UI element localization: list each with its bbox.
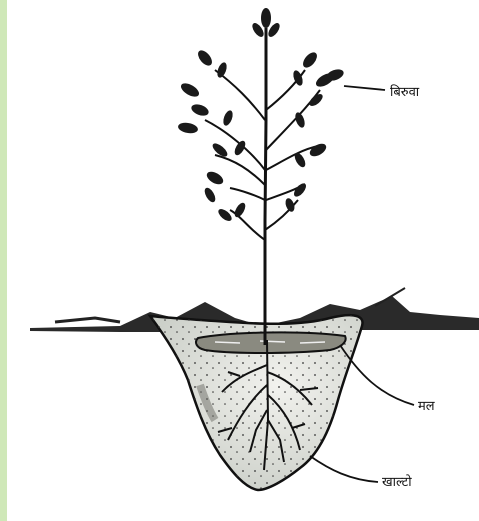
label-manure: मल [418, 396, 435, 414]
manure-layer [196, 332, 346, 353]
callout-line-pit [310, 456, 378, 482]
callout-line-seedling [344, 86, 385, 90]
label-pit: खाल्टो [382, 472, 412, 490]
seedling [177, 8, 345, 345]
label-seedling: बिरुवा [390, 82, 419, 100]
